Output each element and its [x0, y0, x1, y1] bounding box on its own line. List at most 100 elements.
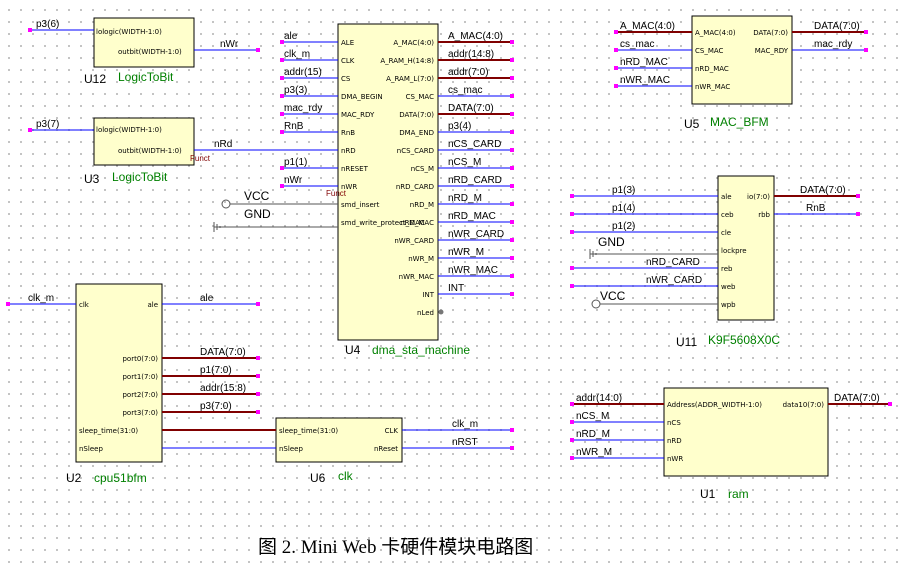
wire-end	[28, 128, 32, 132]
pin-label: ALE	[341, 39, 354, 47]
pin-label: ale	[721, 193, 732, 201]
pin-label: A_RAM_L(7:0)	[386, 75, 434, 83]
pin-label: DMA_BEGIN	[341, 93, 383, 101]
net-label: INT	[448, 283, 464, 294]
pin-label: port1(7:0)	[122, 373, 158, 381]
wire-end	[570, 456, 574, 460]
pin-label: nCS_M	[411, 165, 434, 173]
block-u11[interactable]: U11 K9F5608X0C	[676, 175, 780, 349]
block-u1[interactable]: U1 ram	[663, 387, 829, 501]
wire-end	[570, 402, 574, 406]
pin-label: nRESET	[341, 165, 369, 173]
wire-end	[280, 58, 284, 62]
wire-end	[510, 94, 514, 98]
wire-end	[280, 40, 284, 44]
wire-end	[570, 194, 574, 198]
block-u2[interactable]: U2 cpu51bfm	[66, 283, 163, 485]
pin-label: nSleep	[279, 445, 303, 453]
pin-label: port3(7:0)	[122, 409, 158, 417]
pin-label: reb	[721, 265, 733, 273]
pin-label: nWR_CARD	[394, 237, 434, 245]
gnd-label: GND	[244, 207, 271, 221]
net-label: nRD_MAC	[620, 57, 668, 68]
pin-label: nWR	[341, 183, 357, 191]
net-label: p1(4)	[612, 203, 635, 214]
wire-end	[856, 194, 860, 198]
pin-label: INT	[422, 291, 434, 299]
net-label: addr(15:8)	[200, 383, 246, 394]
pin-label: nRD_CARD	[396, 183, 434, 191]
wire-end	[570, 230, 574, 234]
wire-end	[256, 410, 260, 414]
net-label: p1(2)	[612, 221, 635, 232]
pin-label: outbit(WIDTH-1:0)	[118, 147, 182, 155]
wire-end	[864, 30, 868, 34]
net-label: RnB	[284, 121, 304, 132]
net-label: RnB	[806, 203, 826, 214]
net-label: addr(14:0)	[576, 393, 622, 404]
wire-end	[510, 274, 514, 278]
pin-label: CLK	[385, 427, 399, 435]
wire-end	[888, 402, 892, 406]
pin-label: cle	[721, 229, 731, 237]
net-label: clk_m	[284, 49, 310, 60]
pin-label: nWR_MAC	[695, 83, 730, 91]
wire-end	[256, 356, 260, 360]
net-label: p1(3)	[612, 185, 635, 196]
block-u12[interactable]: lologic(WIDTH-1:0) outbit(WIDTH-1:0) U12…	[84, 17, 195, 86]
ref-label: U6	[310, 471, 326, 485]
net-label: p3(4)	[448, 121, 471, 132]
pin-label: port2(7:0)	[122, 391, 158, 399]
component-name: MAC_BFM	[710, 115, 769, 129]
wire-end	[280, 130, 284, 134]
wires: p3(6)nWrp3(7)nRdaleclk_maddr(15)p3(3)mac…	[6, 19, 892, 460]
net-label: clk_m	[28, 293, 54, 304]
net-label: mac_rdy	[284, 103, 322, 114]
wire-end	[256, 48, 260, 52]
pin-label: nWR_M	[408, 255, 434, 263]
net-label: nCS_M	[576, 411, 609, 422]
wire-end	[256, 302, 260, 306]
net-label: DATA(7:0)	[814, 21, 860, 32]
pin-label: data10(7:0)	[783, 401, 825, 409]
wire-end	[614, 66, 618, 70]
net-label: DATA(7:0)	[200, 347, 246, 358]
net-label: nRST	[452, 437, 478, 448]
net-label: DATA(7:0)	[448, 103, 494, 114]
net-label: ale	[200, 293, 214, 304]
wire-end	[510, 166, 514, 170]
wire-end	[570, 284, 574, 288]
net-label: nWR_M	[576, 447, 612, 458]
pin-label: nLed	[417, 309, 434, 317]
pin-label: nCS_CARD	[397, 147, 434, 155]
net-label: nRD_MAC	[448, 211, 496, 222]
component-name: cpu51bfm	[94, 471, 147, 485]
pin-label: nRD	[341, 147, 356, 155]
wire-end	[510, 58, 514, 62]
pin-label: CLK	[341, 57, 355, 65]
wire-end	[510, 292, 514, 296]
net-label: A_MAC(4:0)	[620, 21, 675, 32]
net-label: nWR_CARD	[646, 275, 702, 286]
wire-end	[614, 84, 618, 88]
wire-end	[570, 266, 574, 270]
net-label: nRD_M	[448, 193, 482, 204]
wire-end	[510, 256, 514, 260]
block-u6[interactable]: U6 clk	[275, 417, 403, 485]
component-name: ram	[728, 487, 749, 501]
pin-label: smd_write_protect_MAC	[341, 219, 425, 227]
block-u5[interactable]: U5 MAC_BFM	[684, 15, 793, 131]
block-u4[interactable]: U4 dma_sta_machine Funct	[326, 23, 470, 357]
net-label: nRd	[214, 139, 232, 150]
net-label: cs_mac	[620, 39, 654, 50]
ref-label: U3	[84, 172, 100, 186]
block-u3[interactable]: lologic(WIDTH-1:0) outbit(WIDTH-1:0) Fun…	[84, 117, 211, 186]
pin-label: ale	[147, 301, 158, 309]
wire-end	[510, 220, 514, 224]
pin-label: nRD_M	[410, 201, 434, 209]
component-name: dma_sta_machine	[372, 343, 470, 357]
figure-caption: 图 2. Mini Web 卡硬件模块电路图	[258, 536, 533, 558]
wire-end	[510, 76, 514, 80]
net-label: nCS_M	[448, 157, 481, 168]
net-label: nWR_MAC	[620, 75, 670, 86]
